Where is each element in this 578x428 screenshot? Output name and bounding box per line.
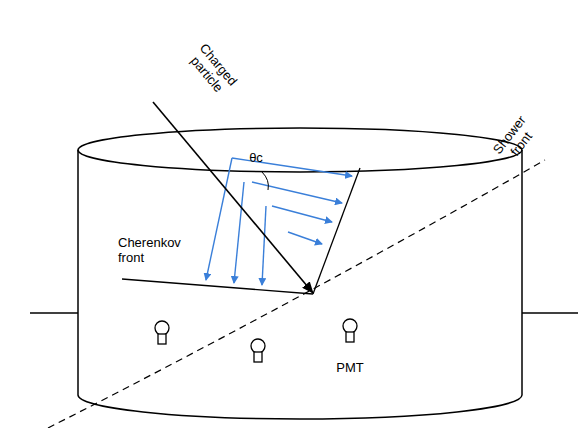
particle-label: Charged particle [181, 37, 244, 104]
pmt-label: PMT [330, 361, 370, 376]
angle-label: θc [241, 151, 271, 166]
cherenkov-front-label: Cherenkov front [118, 236, 198, 266]
